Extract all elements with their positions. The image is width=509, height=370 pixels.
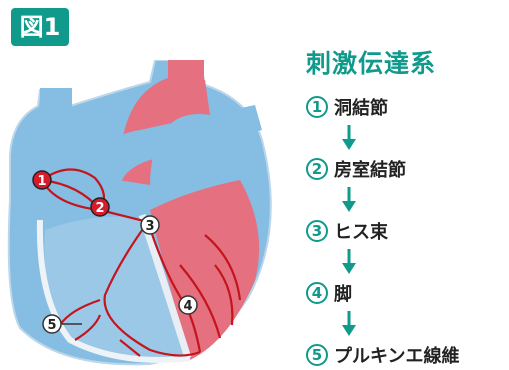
marker-3: 3 (141, 216, 159, 234)
step-label: プルキンエ線維 (334, 342, 459, 368)
conduction-step-list: 1 洞結節 2 房室結節 3 ヒス束 4 脚 5 プルキンエ線維 (306, 92, 506, 370)
marker-2: 2 (91, 198, 109, 216)
diagram-title: 刺激伝達系 (306, 44, 436, 80)
step-label: 洞結節 (334, 94, 388, 120)
step-number: 4 (306, 282, 328, 304)
marker-4: 4 (179, 296, 197, 314)
step-number: 2 (306, 158, 328, 180)
svg-text:1: 1 (37, 174, 46, 189)
marker-1: 1 (33, 171, 51, 189)
heart-illustration: 1 2 3 4 5 (0, 60, 300, 369)
step-label: 房室結節 (334, 156, 406, 182)
svg-text:3: 3 (145, 219, 154, 234)
down-arrow-icon (306, 246, 506, 278)
step-label: 脚 (334, 280, 352, 306)
step-purkinje-fibers: 5 プルキンエ線維 (306, 340, 506, 370)
figure-label: 図1 (11, 8, 69, 46)
svg-text:5: 5 (47, 318, 56, 333)
step-number: 1 (306, 96, 328, 118)
down-arrow-icon (306, 122, 506, 154)
down-arrow-icon (306, 308, 506, 340)
step-label: ヒス束 (334, 218, 388, 244)
step-his-bundle: 3 ヒス束 (306, 216, 506, 246)
step-av-node: 2 房室結節 (306, 154, 506, 184)
down-arrow-icon (306, 184, 506, 216)
step-number: 5 (306, 344, 328, 366)
svg-text:4: 4 (183, 299, 192, 314)
step-number: 3 (306, 220, 328, 242)
step-bundle-branch: 4 脚 (306, 278, 506, 308)
svg-text:2: 2 (95, 201, 104, 216)
vena-cava (40, 88, 72, 178)
step-sinus-node: 1 洞結節 (306, 92, 506, 122)
